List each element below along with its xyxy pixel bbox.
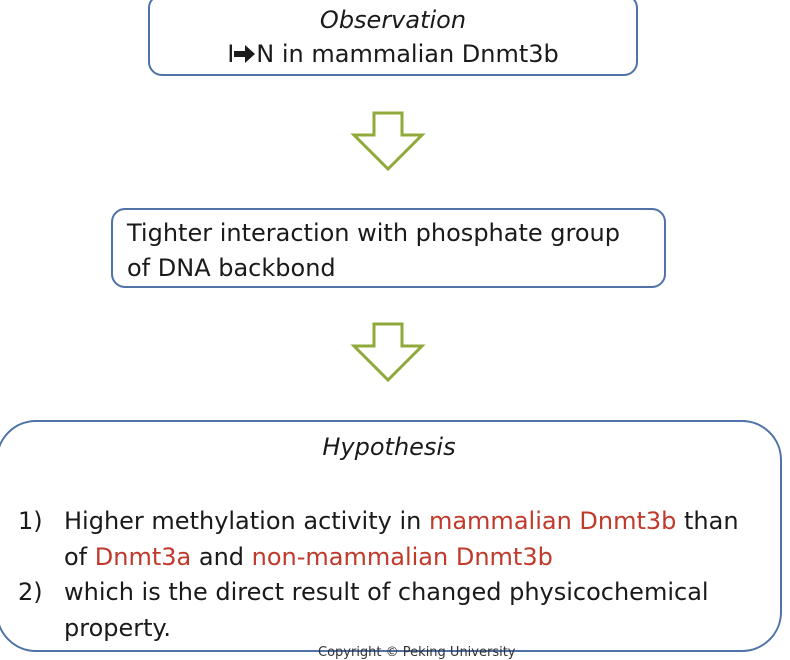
observation-title: Observation	[319, 6, 467, 34]
down-arrow-icon	[350, 111, 426, 172]
hypothesis-list: 1) Higher methylation activity in mammal…	[18, 504, 758, 646]
heavy-right-arrow-icon	[234, 45, 256, 63]
list-item-number: 2)	[18, 578, 43, 606]
highlight-mammalian-dnmt3b: mammalian Dnmt3b	[428, 507, 677, 535]
text-segment: than of	[64, 507, 739, 571]
observation-box: Observation I N in mammalian Dnmt3b	[148, 0, 638, 76]
list-item-number: 1)	[18, 507, 43, 535]
interaction-text: Tighter interaction with phosphate group…	[127, 219, 620, 282]
down-arrow-icon	[350, 322, 426, 383]
text-segment: Higher methylation activity in	[64, 507, 429, 535]
interaction-box: Tighter interaction with phosphate group…	[111, 208, 666, 288]
copyright-notice: Copyright © Peking University	[318, 645, 516, 660]
hypothesis-box: Hypothesis 1) Higher methylation activit…	[0, 420, 782, 652]
list-item-text: Higher methylation activity in mammalian…	[64, 504, 758, 575]
mutation-from: I	[227, 40, 235, 68]
highlight-dnmt3a: Dnmt3a	[94, 542, 192, 571]
hypothesis-title: Hypothesis	[322, 433, 456, 461]
list-item: 2) which is the direct result of changed…	[18, 575, 758, 646]
observation-text: I N in mammalian Dnmt3b	[150, 40, 636, 68]
list-item-text: which is the direct result of changed ph…	[64, 578, 709, 642]
highlight-non-mammalian-dnmt3b: non-mammalian Dnmt3b	[251, 542, 553, 571]
mutation-rest: N in mammalian Dnmt3b	[256, 40, 559, 68]
list-item: 1) Higher methylation activity in mammal…	[18, 504, 758, 575]
text-segment: and	[191, 542, 252, 571]
